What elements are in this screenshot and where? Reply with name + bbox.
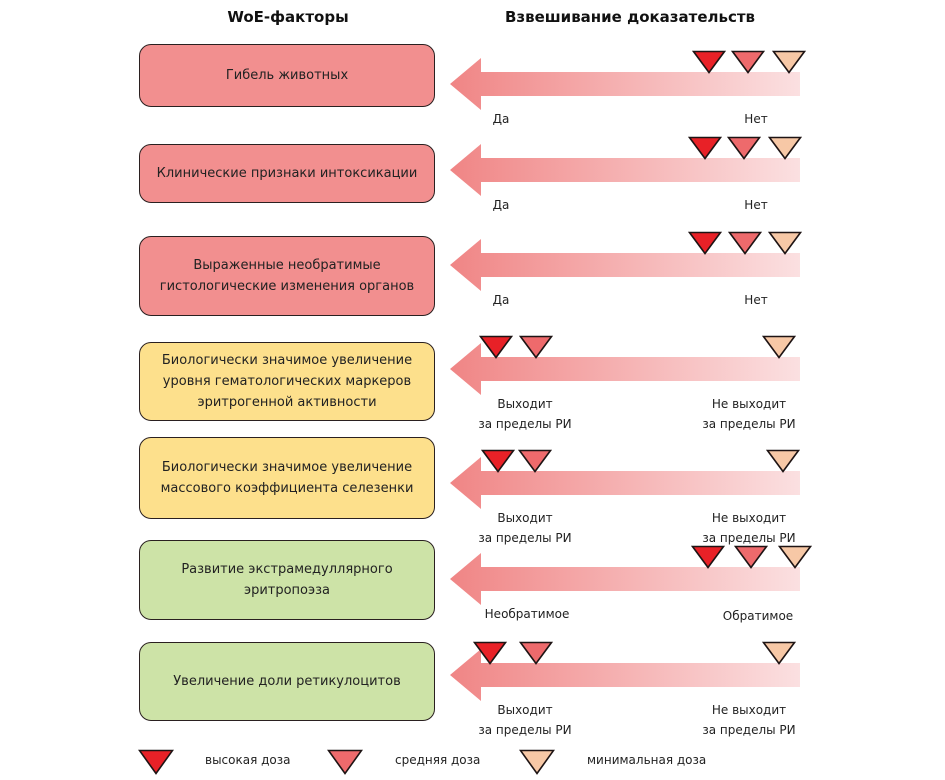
woe-factor-box: Развитие экстрамедуллярного эритропоэза [139,540,435,620]
medium-dose-triangle-icon [518,449,552,473]
scale-right-label: Не выходит за пределы РИ [702,397,796,431]
high-dose-triangle-icon [473,641,507,665]
woe-factor-box: Увеличение доли ретикулоцитов [139,642,435,721]
header-woe-factors: WoE-факторы [227,8,349,26]
evidence-arrow [450,239,800,291]
medium-dose-triangle-icon [731,50,765,74]
legend-medium-dose-label: средняя доза [395,753,481,767]
legend-high-dose-icon [138,749,174,775]
high-dose-triangle-icon [692,50,726,74]
medium-dose-triangle-icon [519,641,553,665]
scale-right-label: Обратимое [722,609,794,623]
evidence-arrow [450,457,800,509]
woe-factor-label: Выраженные необратимые гистологические и… [159,258,415,294]
minimal-dose-triangle-icon [766,449,800,473]
high-dose-triangle-icon [688,231,722,255]
woe-factor-label: Биологически значимое увеличение массово… [160,460,414,496]
medium-dose-triangle-icon [734,545,768,569]
scale-left-label: Выходит за пределы РИ [478,397,572,431]
evidence-arrow [450,343,800,395]
scale-left-label: Да [492,112,510,126]
woe-factor-box: Выраженные необратимые гистологические и… [139,236,435,316]
woe-factor-box: Гибель животных [139,44,435,107]
scale-left-label: Необратимое [484,607,570,621]
scale-right-label: Нет [744,112,768,126]
medium-dose-triangle-icon [519,335,553,359]
minimal-dose-triangle-icon [768,231,802,255]
scale-right-label: Нет [744,293,768,307]
evidence-arrow [450,58,800,110]
scale-left-label: Выходит за пределы РИ [478,511,572,545]
legend-high-dose-label: высокая доза [205,753,291,767]
scale-left-label: Да [492,293,510,307]
woe-factor-label: Развитие экстрамедуллярного эритропоэза [181,562,393,598]
minimal-dose-triangle-icon [768,136,802,160]
woe-factor-box: Клинические признаки интоксикации [139,144,435,203]
minimal-dose-triangle-icon [762,335,796,359]
scale-left-label: Выходит за пределы РИ [478,703,572,737]
evidence-arrow [450,553,800,605]
woe-factor-label: Биологически значимое увеличение уровня … [161,353,413,410]
high-dose-triangle-icon [691,545,725,569]
scale-left-label: Да [492,198,510,212]
legend-minimal-dose-label: минимальная доза [587,753,707,767]
woe-factor-box: Биологически значимое увеличение массово… [139,437,435,519]
scale-right-label: Нет [744,198,768,212]
high-dose-triangle-icon [481,449,515,473]
woe-factor-label: Клинические признаки интоксикации [156,166,418,181]
high-dose-triangle-icon [479,335,513,359]
minimal-dose-triangle-icon [778,545,812,569]
evidence-arrow [450,649,800,701]
legend-medium-dose-icon [327,749,363,775]
woe-factor-label: Увеличение доли ретикулоцитов [173,674,401,689]
woe-factor-box: Биологически значимое увеличение уровня … [139,342,435,421]
high-dose-triangle-icon [688,136,722,160]
scale-right-label: Не выходит за пределы РИ [702,703,796,737]
legend-minimal-dose-icon [519,749,555,775]
evidence-arrow [450,144,800,196]
medium-dose-triangle-icon [728,231,762,255]
minimal-dose-triangle-icon [762,641,796,665]
woe-factor-label: Гибель животных [225,68,349,83]
minimal-dose-triangle-icon [772,50,806,74]
scale-right-label: Не выходит за пределы РИ [702,511,796,545]
medium-dose-triangle-icon [727,136,761,160]
header-weighing-of-evidence: Взвешивание доказательств [504,8,756,26]
